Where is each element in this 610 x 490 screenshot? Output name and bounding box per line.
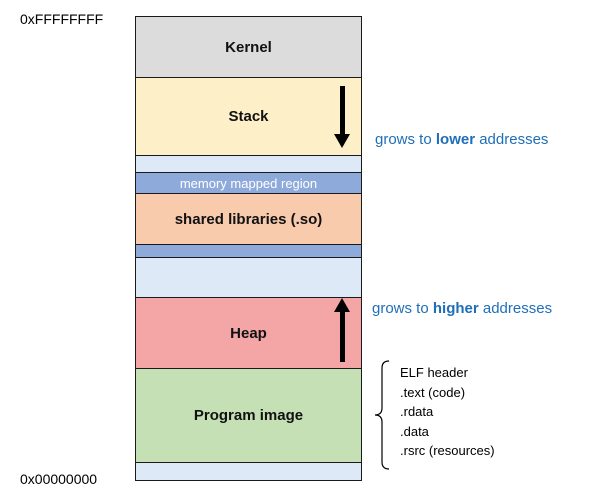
heap-growth-note: grows to higher addresses (372, 300, 553, 317)
unused-gap-segment (135, 155, 362, 173)
kernel-segment: Kernel (135, 16, 362, 78)
text-section-item: .text (code) (400, 384, 466, 400)
bottom-address-label: 0x00000000 (20, 471, 98, 487)
data-section-item: .data (400, 423, 429, 439)
memory-mapped-strip-segment (135, 244, 362, 258)
heap-segment: Heap (135, 297, 362, 369)
elf-sections-brace-icon (374, 360, 390, 470)
bottom-gap-segment (135, 462, 362, 481)
elf-sections-list: ELF header .text (code) .rdata .data .rs… (400, 363, 495, 461)
memory-mapped-region-segment: memory mapped region (135, 172, 362, 194)
unused-gap-segment-2 (135, 257, 362, 298)
memory-layout-column: Kernel Stack memory mapped region shared… (135, 16, 362, 481)
rsrc-section-item: .rsrc (resources) (400, 443, 495, 458)
rdata-section-item: .rdata (400, 404, 434, 419)
shared-libraries-segment: shared libraries (.so) (135, 193, 362, 245)
elf-header-item: ELF header (400, 365, 468, 380)
top-address-label: 0xFFFFFFFF (20, 11, 104, 27)
stack-growth-note: grows to lower addresses (375, 131, 549, 148)
program-image-segment: Program image (135, 368, 362, 463)
stack-segment: Stack (135, 77, 362, 156)
